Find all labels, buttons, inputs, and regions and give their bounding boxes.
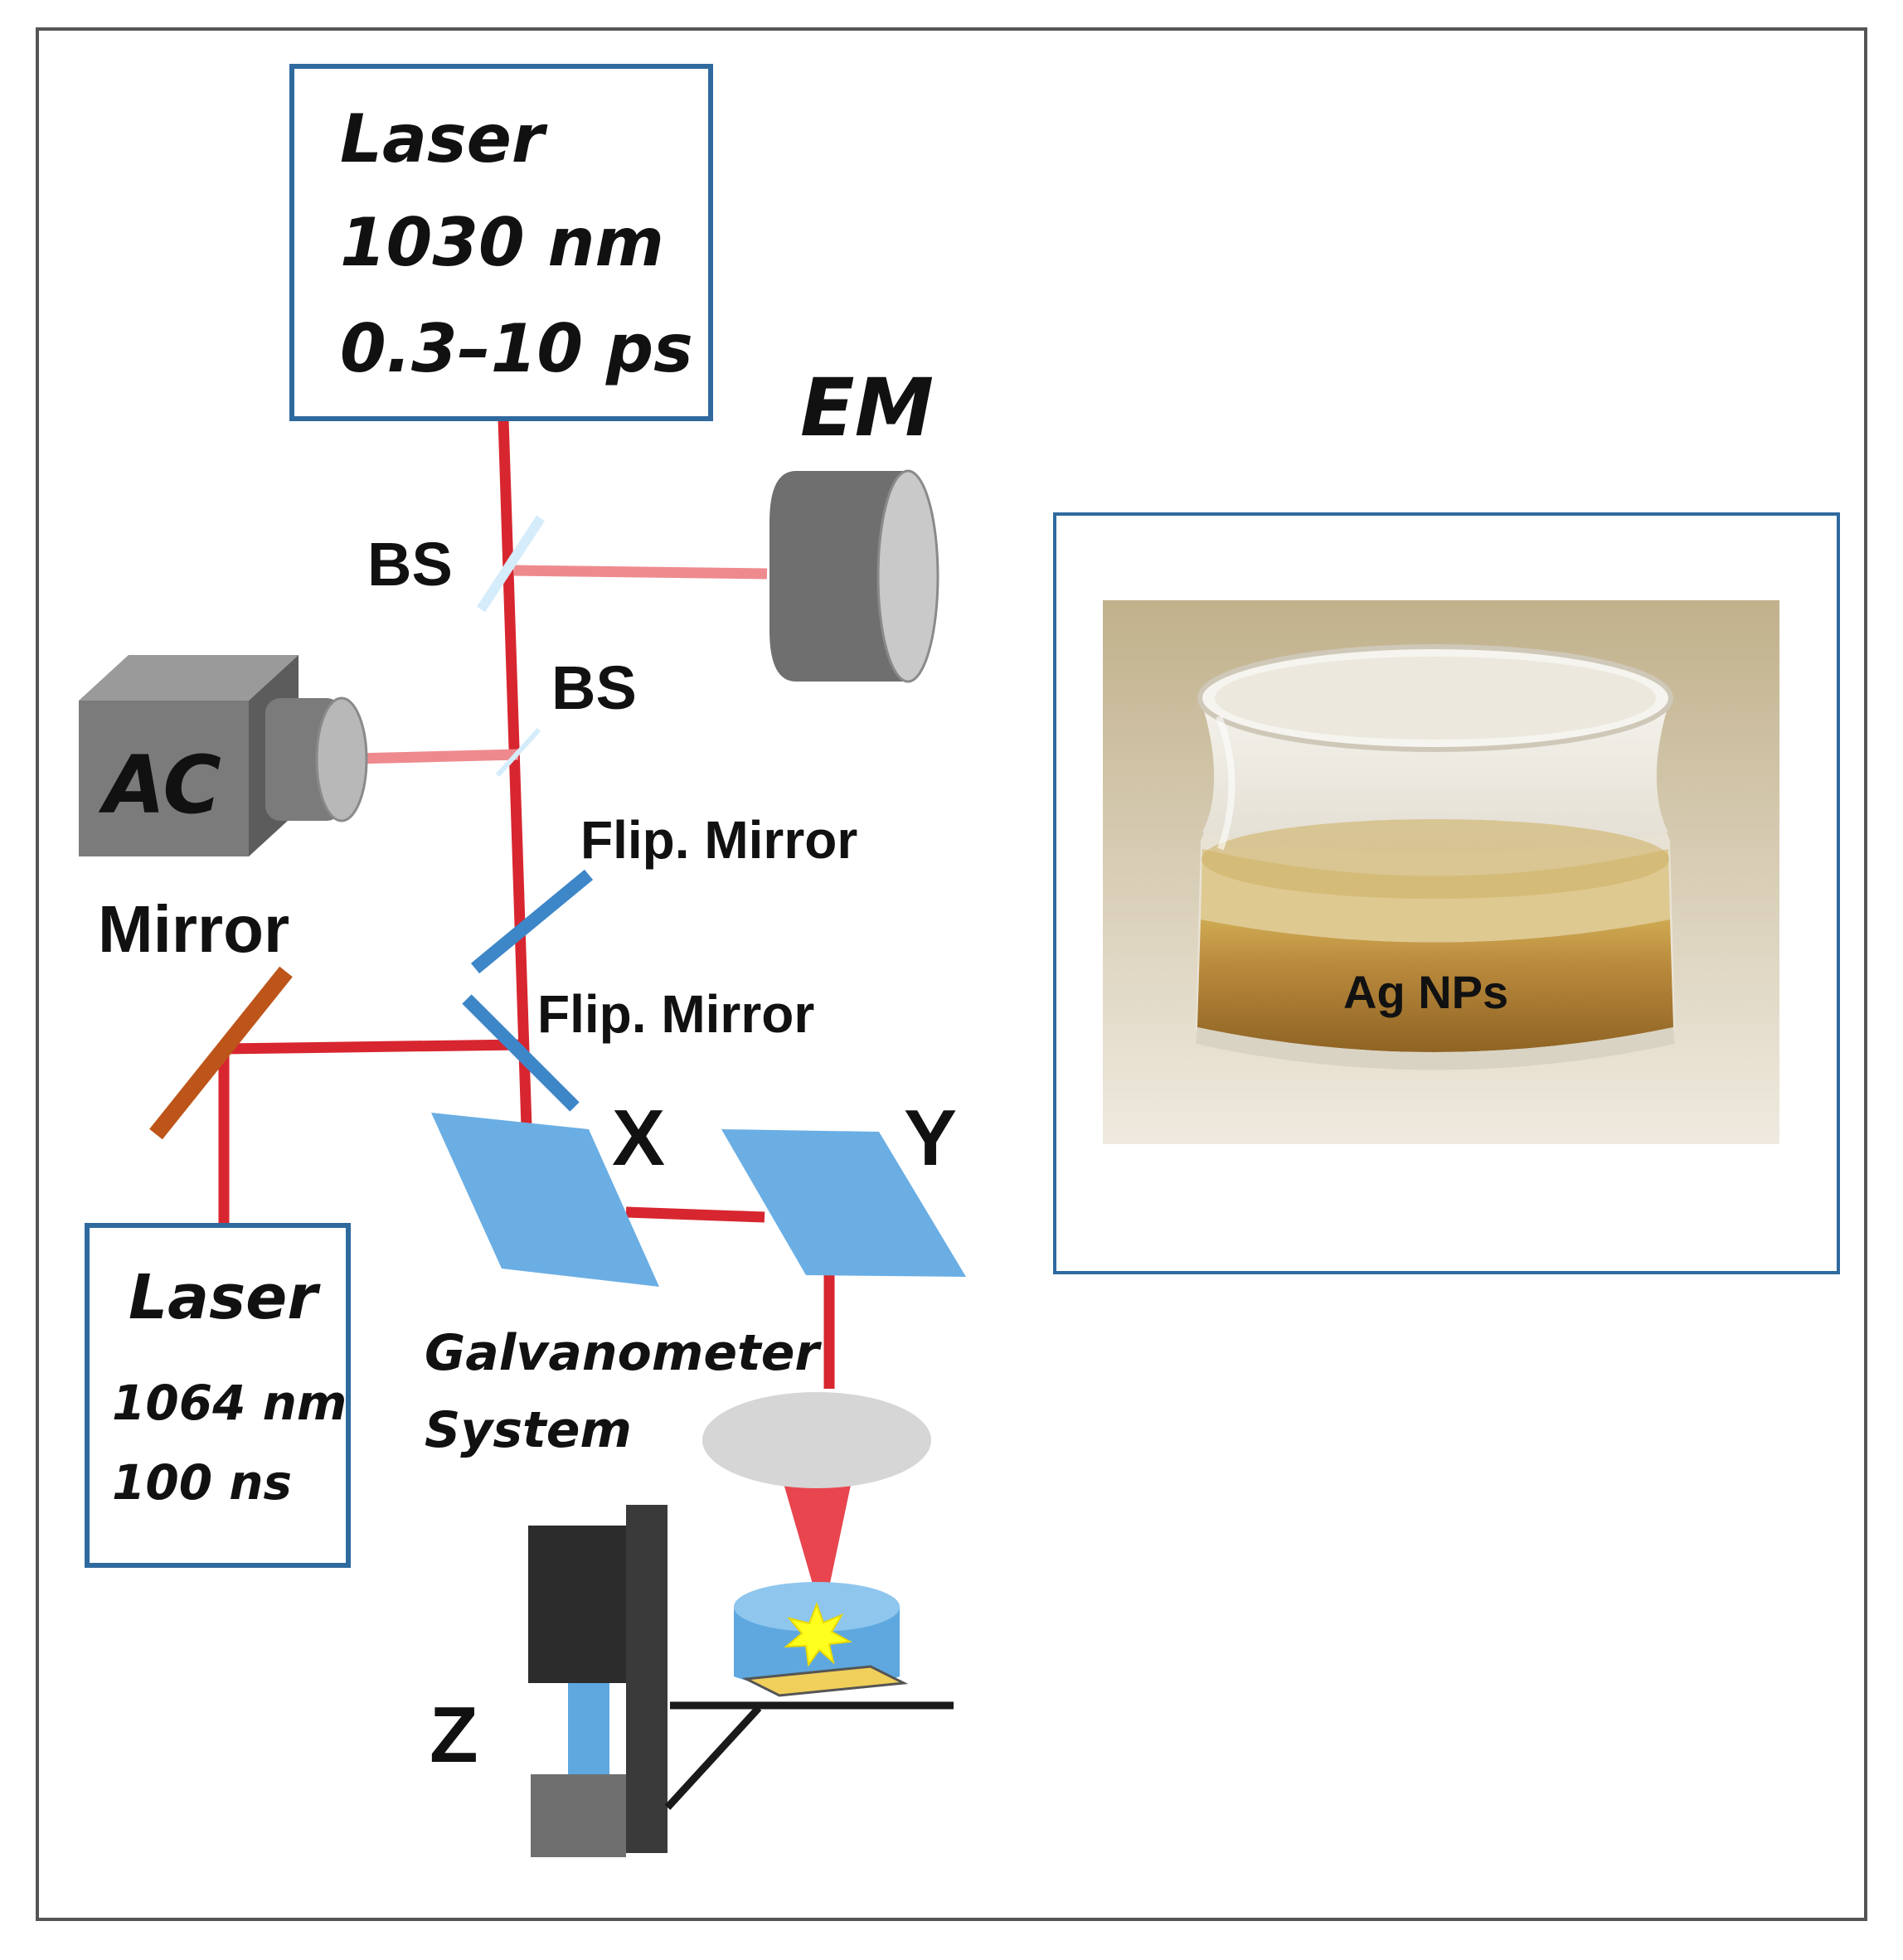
laser-1064-title: Laser (129, 1262, 321, 1333)
glass-highlight (1216, 715, 1235, 851)
bs-upper-label: BS (367, 530, 453, 599)
beam-to-ac (354, 749, 519, 764)
ablation-spark (784, 1602, 853, 1667)
beam-to-em (513, 565, 768, 580)
laser-1064-pulse: 100 ns (112, 1454, 292, 1511)
liquid-colloid (1197, 919, 1673, 1052)
fixed-mirror (149, 966, 293, 1140)
mirror-label: Mirror (98, 892, 289, 966)
galvanometer-label-line2: System (425, 1401, 632, 1459)
liquid-surface (1202, 819, 1669, 899)
z-stage: Z (430, 1505, 954, 1857)
beam-laser2-horizontal (223, 1039, 523, 1055)
x-axis-label: X (612, 1094, 665, 1182)
focusing-lens (702, 1392, 931, 1488)
beam-paths (218, 418, 854, 1618)
autocorrelator-ac: AC (79, 655, 368, 856)
energy-meter-em: EM (769, 361, 939, 683)
bs-lower-label: BS (551, 653, 637, 722)
sample-cell (734, 1582, 909, 1697)
beam-splitter-lower (495, 727, 541, 778)
laser-1030-box: Laser 1030 nm 0.3–10 ps (289, 64, 713, 421)
flip-mirror-lower (462, 994, 580, 1112)
flip-mirror-lower-label: Flip. Mirror (537, 984, 814, 1044)
fixed-mirror-edge (149, 966, 293, 1140)
beam-x-to-y (625, 1206, 765, 1223)
galvo-mirror-y (721, 1129, 966, 1277)
laser-1030-title: Laser (340, 100, 548, 177)
ag-np-photo: Ag NPs (1103, 600, 1779, 1144)
em-label: EM (800, 361, 934, 454)
laser-1064-box: Laser 1064 nm 100 ns (85, 1223, 351, 1568)
beaker-opening (1215, 657, 1656, 740)
galvo-mirror-x (431, 1113, 659, 1287)
laser-1030-pulse: 0.3–10 ps (340, 310, 693, 387)
beam-splitter-upper (476, 515, 546, 613)
galvanometer-label-line1: Galvanometer (425, 1324, 822, 1382)
ac-label: AC (98, 739, 221, 832)
target-plate (741, 1665, 909, 1697)
z-axis-label: Z (430, 1691, 478, 1779)
flip-mirror-upper-label: Flip. Mirror (580, 810, 857, 870)
ag-nps-label: Ag NPs (1343, 966, 1508, 1018)
flip-mirror-upper (470, 869, 594, 974)
laser-1030-wavelength: 1030 nm (340, 204, 664, 281)
beam-main-vertical (498, 418, 532, 1128)
focused-beam-cone (779, 1469, 854, 1618)
beaker-base (1196, 1027, 1675, 1070)
y-axis-label: Y (904, 1094, 957, 1182)
laser-1064-wavelength: 1064 nm (112, 1375, 347, 1431)
